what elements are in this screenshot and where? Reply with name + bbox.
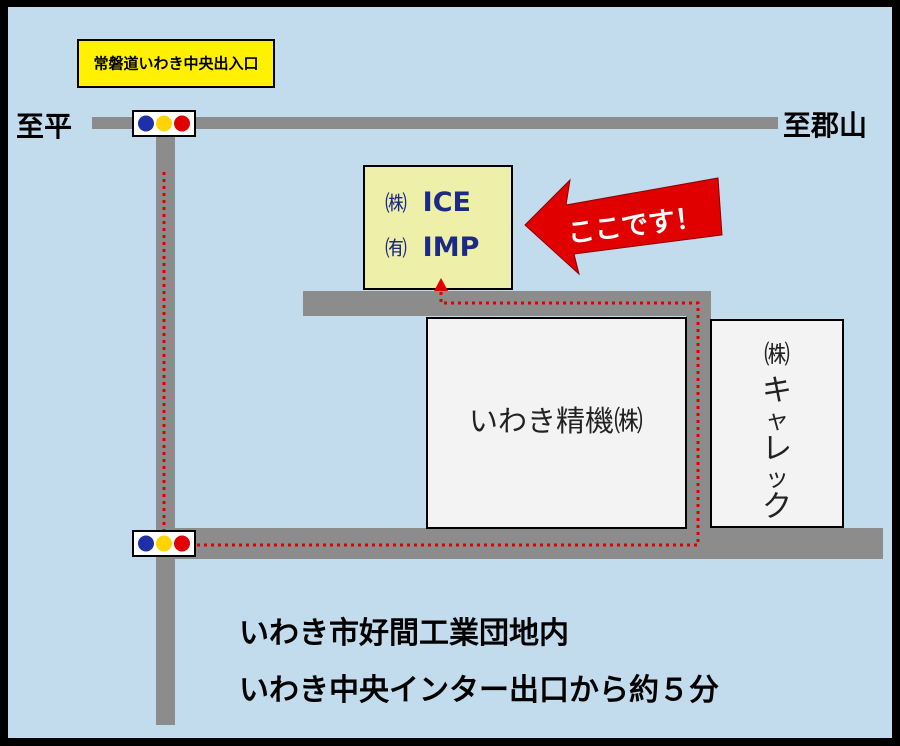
traffic-light-lower xyxy=(132,530,196,557)
building-caralec-prefix: ㈱ xyxy=(764,341,790,371)
route-line xyxy=(162,172,700,547)
building-caralec-char: ッ xyxy=(765,464,789,492)
traffic-light-lower-blue xyxy=(138,535,154,552)
building-iwaki-seiki xyxy=(426,317,687,529)
here-arrow xyxy=(524,177,723,276)
direction-west-label: 至平 xyxy=(16,110,72,143)
road-main-horizontal xyxy=(92,117,778,129)
info-line-1: いわき市好間工業団地内 xyxy=(239,616,569,651)
traffic-light-upper xyxy=(132,110,196,137)
target-line1-prefix: ㈱ xyxy=(385,192,407,217)
building-caralec-char: ク xyxy=(762,490,792,525)
building-caralec-char: キ xyxy=(762,374,792,409)
traffic-light-lower-red xyxy=(174,535,190,552)
traffic-light-upper-red xyxy=(174,115,190,132)
building-iwaki-seiki-label: いわき精機㈱ xyxy=(469,404,643,438)
target-building xyxy=(363,165,513,290)
traffic-light-lower-yellow xyxy=(156,535,172,552)
route-arrowhead xyxy=(434,278,448,291)
building-caralec-char: ャ xyxy=(765,406,789,434)
traffic-light-upper-yellow xyxy=(156,115,172,132)
target-line2: ㈲ IMP xyxy=(385,232,479,263)
interchange-label: 常磐道いわき中央出入口 xyxy=(93,55,258,73)
target-line2-name: IMP xyxy=(423,232,480,263)
building-caralec xyxy=(710,319,844,528)
interchange-label-box xyxy=(77,39,275,88)
traffic-light-upper-blue xyxy=(138,115,154,132)
target-line2-prefix: ㈲ xyxy=(385,237,407,262)
direction-east-label: 至郡山 xyxy=(783,109,867,142)
building-caralec-char: レ xyxy=(762,432,792,467)
info-line-2: いわき中央インター出口から約５分 xyxy=(239,673,719,708)
target-line1: ㈱ ICE xyxy=(385,187,471,218)
target-line1-name: ICE xyxy=(423,187,471,218)
